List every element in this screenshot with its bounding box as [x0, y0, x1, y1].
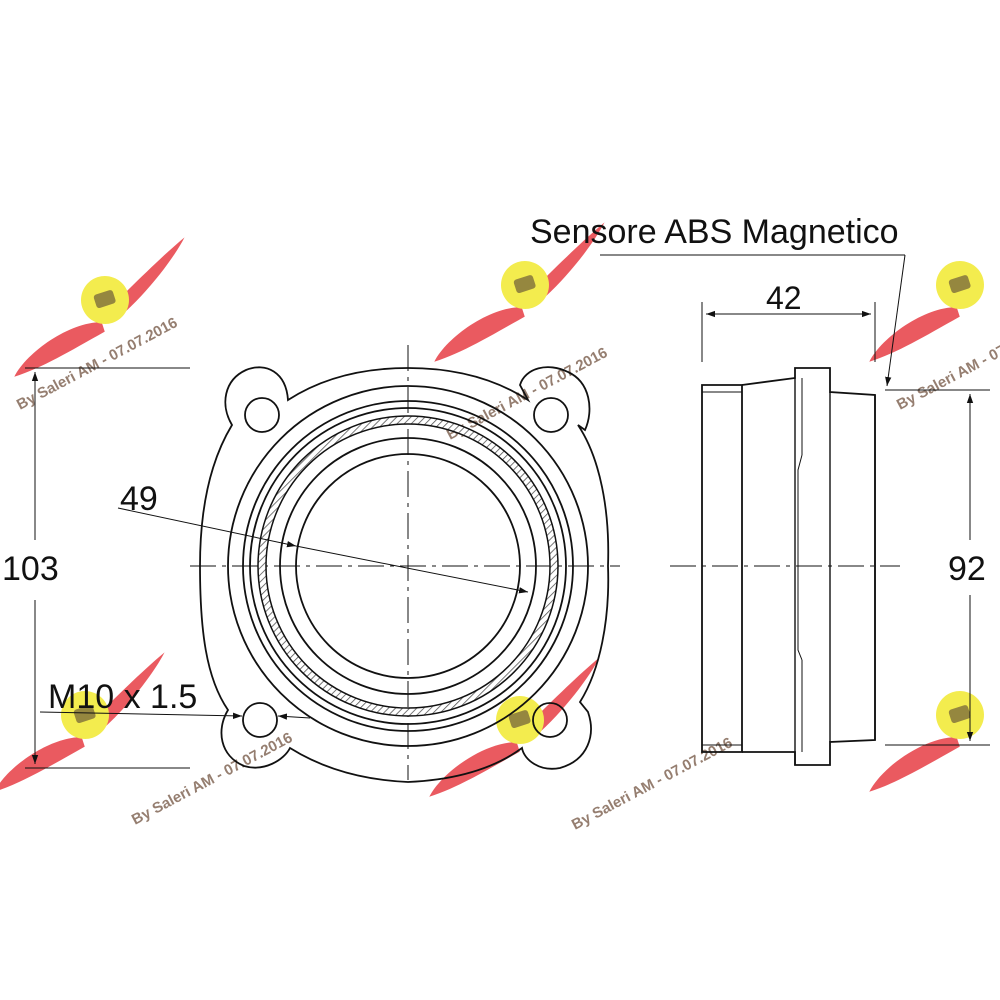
front-view	[39, 345, 620, 783]
watermark-logo	[434, 222, 605, 362]
bolt-hole	[242, 702, 278, 738]
watermark-logo	[429, 657, 600, 797]
width-label: 42	[766, 280, 802, 316]
bolt-hole	[533, 397, 569, 433]
watermark-text: By Saleri AM - 07.07.2016	[569, 734, 736, 833]
watermark-logo	[0, 652, 165, 792]
bore-dimension-line	[117, 507, 297, 548]
watermark-logo	[869, 261, 984, 362]
watermark-text: By Saleri AM - 07.07.2016	[129, 729, 296, 828]
watermark-logo	[869, 691, 984, 792]
sensor-label: Sensore ABS Magnetico	[530, 213, 899, 251]
flange-outline	[199, 366, 610, 783]
diameter-label: 92	[948, 550, 986, 588]
width-dimension	[701, 302, 876, 362]
seal-ring	[257, 415, 559, 717]
thread-leader	[39, 711, 243, 719]
sensor-leader	[600, 254, 906, 387]
bolt-hole	[244, 397, 280, 433]
height-label: 103	[2, 550, 59, 588]
diameter-dimension	[885, 389, 990, 746]
side-view	[670, 367, 900, 766]
bore-label: 49	[120, 480, 158, 518]
outer-ring	[242, 400, 574, 732]
outer-ring	[249, 407, 567, 725]
thread-label: M10 x 1.5	[48, 678, 197, 716]
outer-ring	[227, 385, 589, 747]
thread-leader	[277, 713, 311, 720]
bolt-hole	[532, 702, 568, 738]
side-body	[701, 384, 743, 753]
bore-dimension-line	[295, 545, 529, 594]
height-dimension	[25, 367, 190, 769]
inner-ring	[279, 437, 537, 695]
bore	[295, 453, 521, 679]
watermark-logo	[14, 237, 185, 377]
